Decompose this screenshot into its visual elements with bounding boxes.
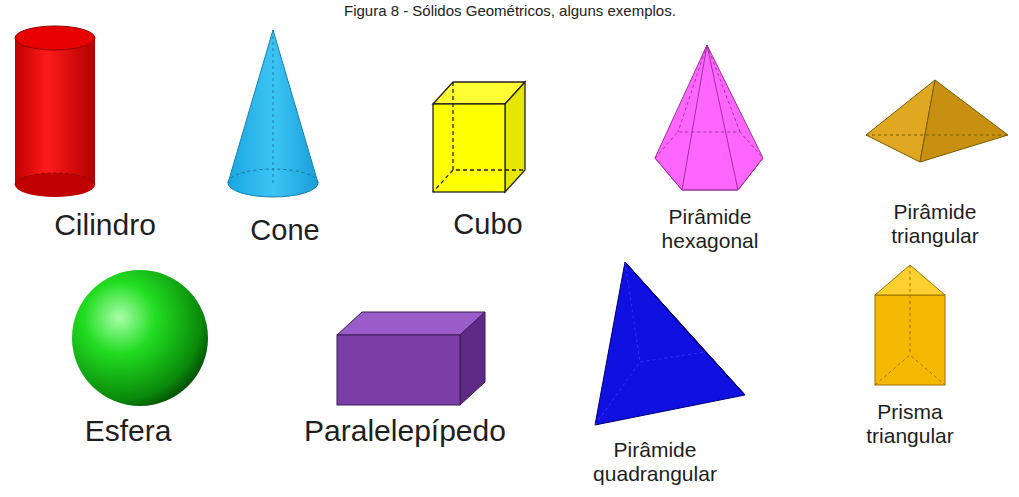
solid-label: Cilindro	[5, 208, 205, 243]
cone	[228, 30, 318, 197]
triangular-pyramid	[866, 80, 1008, 162]
figure-title: Figura 8 - Sólidos Geométricos, alguns e…	[344, 2, 676, 19]
solid-label: Cubo	[428, 208, 548, 241]
triangular-prism	[875, 265, 945, 385]
sphere	[72, 270, 208, 406]
solid-label: Cone	[225, 214, 345, 247]
solid-label: Pirâmide quadrangular	[573, 438, 738, 486]
solid-label: Pirâmide hexagonal	[645, 205, 775, 253]
solid-label: Prisma triangular	[850, 400, 970, 448]
cube	[433, 82, 525, 192]
solid-label: Paralelepípedo	[285, 414, 525, 449]
solid-label: Esfera	[58, 414, 198, 449]
solid-label: Pirâmide triangular	[870, 200, 1000, 248]
parallelepiped	[337, 312, 485, 405]
cylinder	[15, 26, 95, 197]
hexagonal-pyramid	[655, 45, 763, 190]
square-pyramid	[595, 262, 745, 425]
